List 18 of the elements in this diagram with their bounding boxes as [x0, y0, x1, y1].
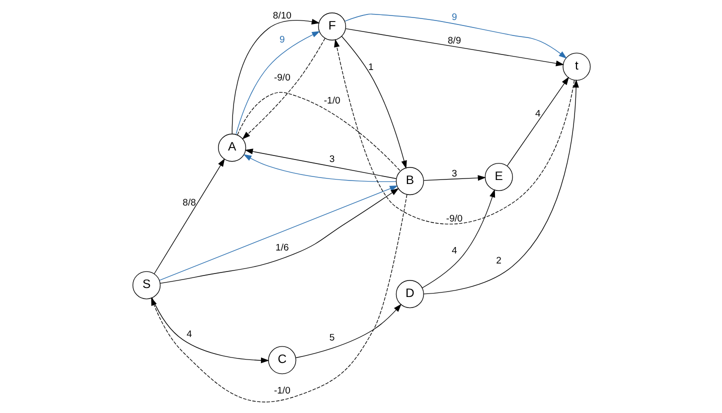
edge-label: -1/0	[323, 96, 340, 107]
edge-label: -9/0	[446, 213, 462, 224]
edge-label: 2	[496, 256, 501, 267]
edge-label: 8/9	[447, 36, 460, 47]
edge-label: 1	[368, 62, 374, 74]
edge-label: 8/10	[272, 10, 291, 22]
edge-label: 4	[186, 329, 192, 340]
edge-label: 4	[451, 245, 457, 256]
edge-label: -1/0	[273, 386, 290, 397]
edge-label: 4	[534, 108, 540, 120]
edge-label: -9/0	[273, 72, 290, 84]
edge-label: 9	[279, 34, 284, 46]
edge-label: 1/6	[275, 242, 288, 254]
edge-label: 9	[451, 12, 457, 23]
edge-label: 3	[328, 154, 334, 166]
edge-label: 5	[328, 332, 334, 344]
edge-label: 3	[451, 168, 457, 180]
edge-label: 8/8	[182, 198, 196, 209]
